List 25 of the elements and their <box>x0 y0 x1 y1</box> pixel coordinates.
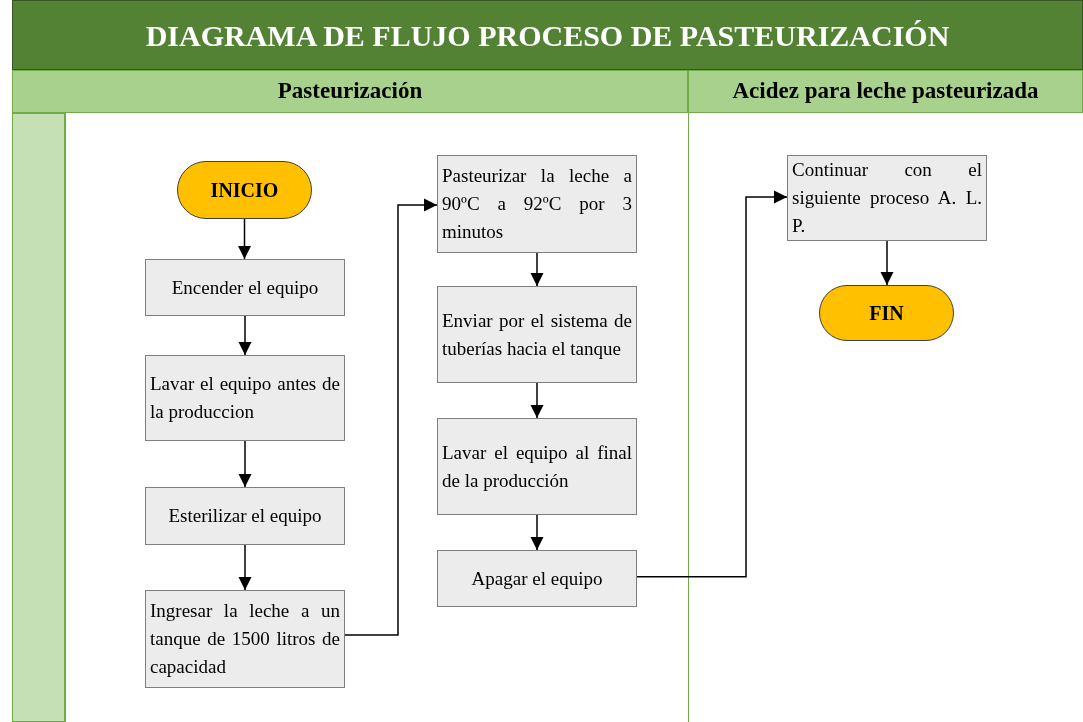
arrow <box>238 440 252 488</box>
arrow <box>880 240 894 286</box>
arrow <box>530 252 544 287</box>
arrow <box>238 544 252 591</box>
process-box: Lavar el equipo antes de la produccion <box>145 355 345 441</box>
column-header: Acidez para leche pasteurizada <box>688 70 1083 113</box>
column-header: Pasteurización <box>12 70 688 113</box>
process-box: Pasteurizar la leche a 90ºC a 92ºC por 3 minutos <box>437 155 637 253</box>
process-box: Enviar por el sistema de tuberías hacia el tanque <box>437 286 637 383</box>
process-box: Continuar con el siguiente proceso A. L. P. <box>787 155 987 241</box>
swimlane-label-band <box>12 113 65 722</box>
terminal-node: FIN <box>819 285 954 341</box>
process-box: Ingresar la leche a un tanque de 1500 litros de capacidad <box>145 590 345 688</box>
title-band: DIAGRAMA DE FLUJO PROCESO DE PASTEURIZACIÓN <box>12 0 1083 70</box>
process-box: Lavar el equipo al final de la producción <box>437 418 637 515</box>
process-box: Apagar el equipo <box>437 550 637 607</box>
process-box: Encender el equipo <box>145 259 345 316</box>
arrow <box>237 218 252 260</box>
arrow <box>636 190 788 578</box>
terminal-node: INICIO <box>177 161 312 219</box>
arrow <box>530 514 544 551</box>
process-box: Esterilizar el equipo <box>145 487 345 545</box>
arrow <box>344 198 438 636</box>
arrow <box>238 315 252 356</box>
arrow <box>530 382 544 419</box>
